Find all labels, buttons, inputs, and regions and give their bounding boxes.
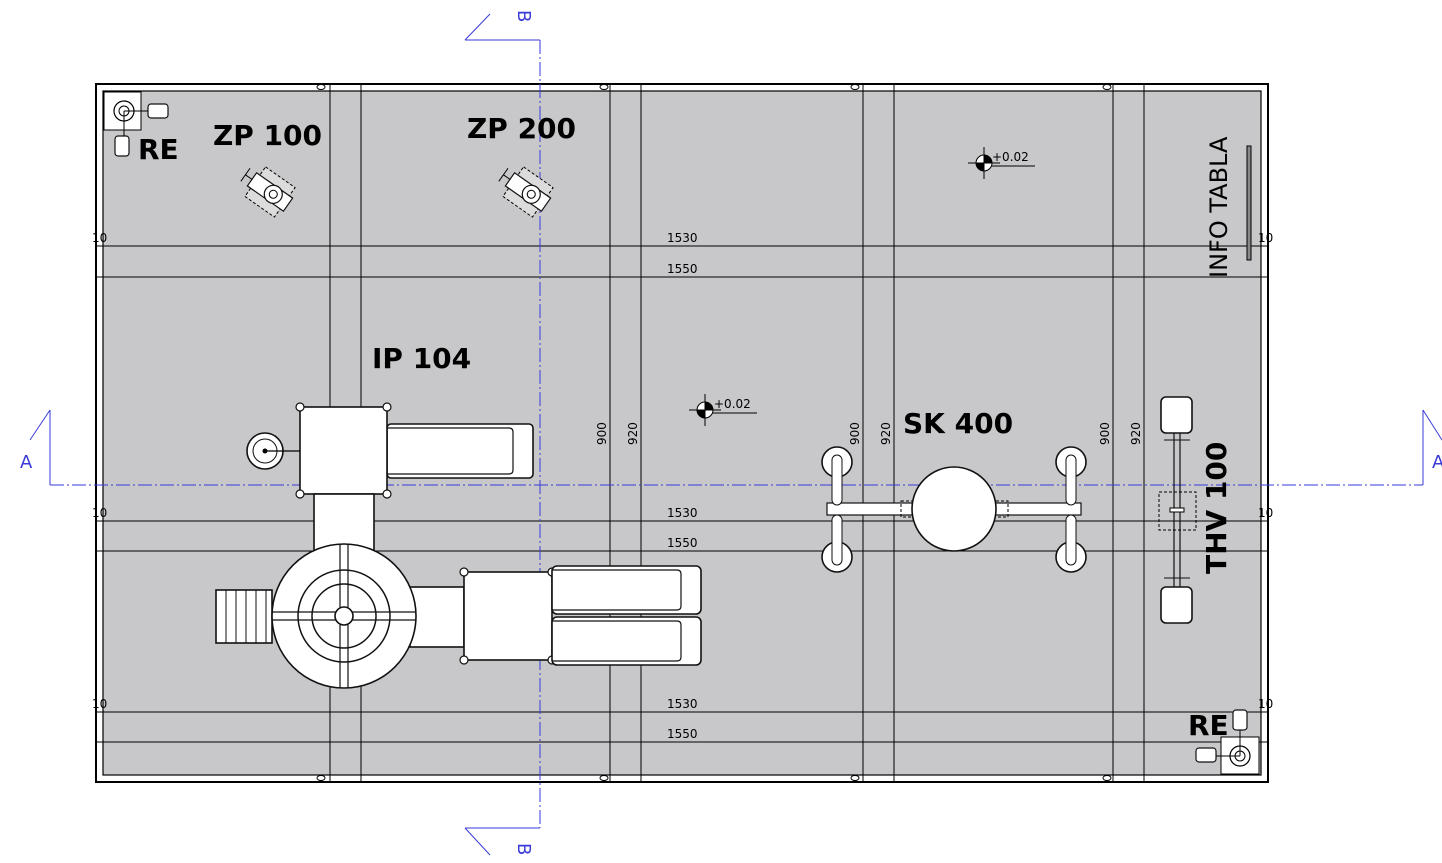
dim-row1-outer: 1550 <box>667 262 698 276</box>
column-markers <box>316 84 1112 781</box>
dim-edge-left-3: 10 <box>92 697 107 711</box>
label-info-tabla: INFO TABLA <box>1205 136 1233 278</box>
dim-col-c-inner: 900 <box>848 422 862 445</box>
main-tub-assembly <box>215 493 702 689</box>
label-re-bottom: RE <box>1188 709 1229 742</box>
label-zp200: ZP 200 <box>467 112 576 145</box>
section-line-b <box>464 13 541 856</box>
dim-edge-left-2: 10 <box>92 506 107 520</box>
dim-edge-right-2: 10 <box>1258 506 1273 520</box>
dim-col-d-outer: 920 <box>1129 422 1143 445</box>
dim-col-d-inner: 900 <box>1098 422 1112 445</box>
label-ip104: IP 104 <box>372 342 471 375</box>
re-drain-top-left <box>103 91 169 157</box>
sk400-symbol <box>821 446 1087 573</box>
section-line-a <box>29 409 1442 486</box>
dim-edge-left-1: 10 <box>92 231 107 245</box>
level-text-mid: +0.02 <box>714 397 751 411</box>
level-marker-mid <box>689 394 757 426</box>
dim-col-b-outer: 920 <box>626 422 640 445</box>
section-mark-a-right: A <box>1432 452 1442 473</box>
zp100-symbol <box>240 166 296 218</box>
label-thv100: THV 100 <box>1200 442 1233 574</box>
section-mark-b-top: B <box>513 10 534 22</box>
section-mark-a-left: A <box>20 452 33 473</box>
dim-col-c-outer: 920 <box>879 422 893 445</box>
dim-edge-right-3: 10 <box>1258 697 1273 711</box>
dim-row3-outer: 1550 <box>667 727 698 741</box>
zp200-symbol <box>498 166 554 218</box>
dim-row2-outer: 1550 <box>667 536 698 550</box>
label-zp100: ZP 100 <box>213 119 322 152</box>
level-text-top: +0.02 <box>992 150 1029 164</box>
thv100-symbol <box>1158 396 1197 624</box>
dim-row3-inner: 1530 <box>667 697 698 711</box>
dim-col-b-inner: 900 <box>595 422 609 445</box>
dim-row1-inner: 1530 <box>667 231 698 245</box>
re-drain-bottom-right <box>1195 709 1260 775</box>
ip104-pool <box>246 402 534 499</box>
dim-row2-inner: 1530 <box>667 506 698 520</box>
level-marker-top <box>968 147 1035 179</box>
info-tabla-board <box>1246 145 1252 261</box>
section-mark-b-bottom: B <box>513 843 534 855</box>
label-re-top: RE <box>138 133 179 166</box>
dim-edge-right-1: 10 <box>1258 231 1273 245</box>
label-sk400: SK 400 <box>903 407 1013 440</box>
